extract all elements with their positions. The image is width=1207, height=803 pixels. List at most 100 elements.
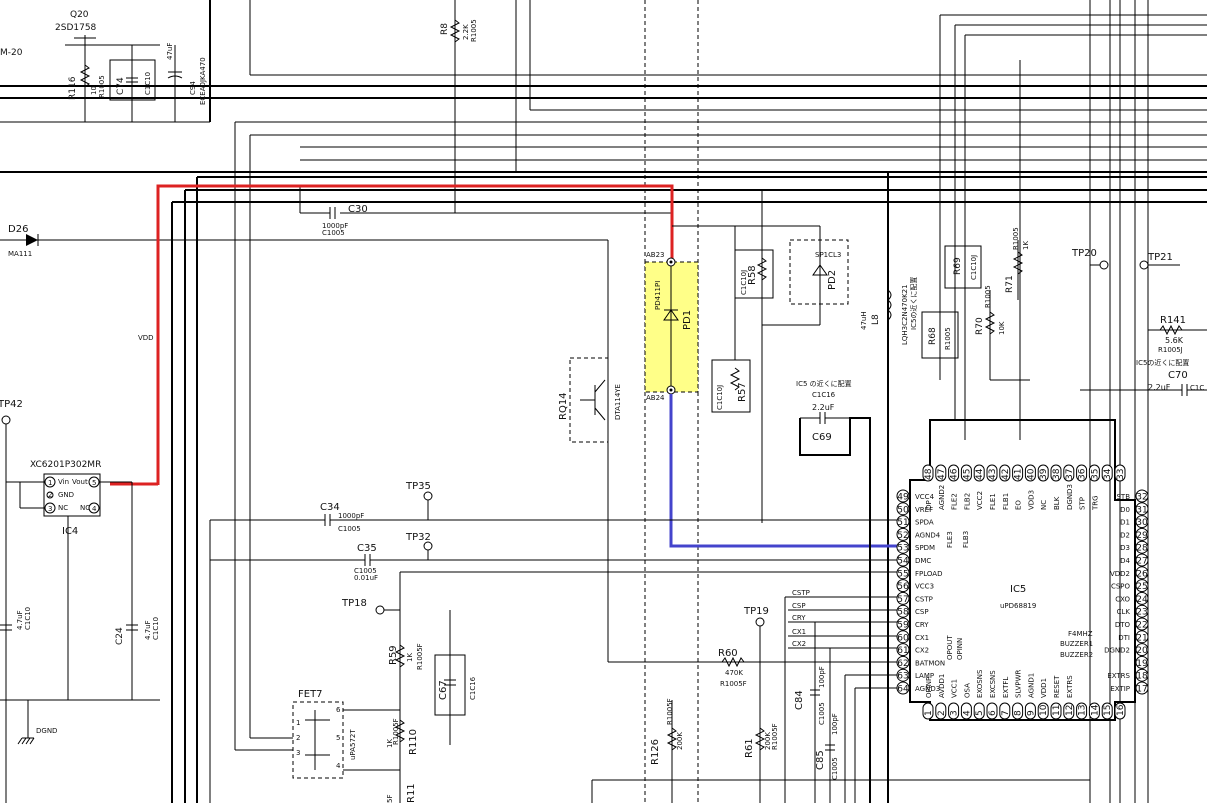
ic5-pin-30: 30 (1135, 515, 1149, 529)
ic5-pin-number: 21 (1136, 633, 1147, 643)
ic5-pin-name: EXTIP (1110, 685, 1130, 693)
testpoint-tp20: TP20 (1071, 248, 1109, 270)
svg-text:5: 5 (92, 479, 96, 487)
capacitor-c85: C85 C1005 100pF (815, 713, 839, 780)
ic5-pin-27: 27 (1135, 553, 1149, 567)
ab24-label: AB24 (646, 394, 665, 402)
ic5-pin-name: EO (1015, 500, 1023, 510)
ic5-pin-name: AGND1 (1027, 673, 1035, 698)
tp35-label: TP35 (405, 481, 431, 492)
ic5-pin-4: 4 (960, 702, 972, 720)
r110-val: 1K (386, 739, 394, 748)
capacitor-c30: C30 1000pF C1005 (322, 204, 368, 237)
ic5-pin-23: 23 (1135, 604, 1149, 618)
r68-ref: R68 (928, 327, 938, 345)
testpoint-tp18: TP18 (341, 598, 400, 615)
ic5-pin-number: 36 (1078, 468, 1088, 480)
ic5-pin-21: 21 (1135, 630, 1149, 644)
ic5-pin-name: BLK (1053, 496, 1061, 510)
c67-pkg: C1C16 (469, 676, 477, 700)
ic5-pin-name: CSPO (1111, 583, 1131, 591)
ic5-top-pins: 48OP47AGND246FLE245FLB244VCC243FLE142FLB… (922, 464, 1126, 511)
c94-part: ECEA0JKA470 (199, 57, 207, 105)
svg-text:4: 4 (336, 762, 341, 770)
ic5-pin-name: DMC (915, 557, 931, 565)
pd2-part: SP1CL3 (815, 251, 841, 259)
ic5-pin-35: 35 (1088, 464, 1100, 482)
resistor-r126: R126 200K R1005F (650, 698, 684, 803)
resistor-r57: C1C10J R57 (711, 226, 751, 413)
tp20-label: TP20 (1071, 248, 1097, 259)
ic5-pin-number: 18 (1136, 672, 1148, 682)
ic4-pin1-name: Vin (58, 478, 69, 486)
c85-pkg: C1005 (831, 757, 839, 780)
vdd-label: VDD (138, 334, 154, 342)
ic5-pin-name: AVDD1 (938, 674, 946, 698)
ic5-pin-number: 26 (1136, 569, 1148, 579)
r8-ref: R8 (440, 23, 450, 35)
ic5-pin-number: 62 (897, 659, 908, 669)
r61-pkg: R1005F (771, 723, 779, 750)
ic5-pin-41: 41 (1012, 464, 1024, 482)
fet7: FET7 1 2 3 6 5 4 uPA572T (235, 689, 400, 779)
d26-ref: D26 (8, 224, 28, 235)
ic5-pin-name: RESET (1053, 675, 1061, 698)
ic5-pin-name: D0 (1120, 506, 1130, 514)
ic5-pin-name: VCC1 (951, 679, 959, 698)
ic5-pin-name: CRY (915, 621, 929, 629)
ic5-pin-number: 27 (1136, 557, 1147, 567)
fle3-label: FLE3 (946, 531, 954, 548)
ic5-pin-28: 28 (1135, 540, 1149, 554)
ic5-pin-number: 37 (1065, 469, 1075, 480)
ic5-pin-name: DGND2 (1104, 647, 1130, 655)
testpoint-tp32: TP32 (405, 532, 433, 560)
svg-text:1: 1 (296, 719, 300, 727)
r141-note: IC5の近くに配置 (1136, 358, 1189, 367)
ic5-bottom-pins: 1OPINP2AVDD13VCC14OSA5EXOSNS6EXCSNS7EXTF… (922, 669, 1126, 720)
ic5-pin-48: 48 (922, 464, 934, 482)
c24-val: 4.7uF (144, 620, 152, 640)
ic5-pin-63: 63 (896, 668, 910, 682)
pd2-ref: PD2 (827, 270, 838, 290)
ic5-pin-number: 28 (1136, 544, 1148, 554)
ic5-pin-61: 61 (896, 643, 910, 657)
transistor-rq14: RQ14 DTA114YE (558, 357, 622, 443)
ic5-pin-number: 57 (897, 595, 908, 605)
ic5-pin-number: 38 (1052, 468, 1062, 480)
ic5-pin-number: 19 (1136, 659, 1148, 669)
ic5-pin-11: 11 (1050, 702, 1062, 720)
ic5-pin-name: VCC3 (915, 583, 934, 591)
c30-pkg: C1005 (322, 229, 345, 237)
ic5-right-pins: 32STB31D030D129D228D327D426VDD225CSPO24C… (1104, 489, 1149, 695)
ic5-ref: IC5 (1010, 584, 1026, 595)
rq14-part: DTA114YE (614, 384, 622, 420)
c30-val: 1000pF (322, 222, 348, 230)
transistor-q20: Q20 2SD1758 M-20 (0, 10, 160, 122)
r70-ref: R70 (975, 317, 985, 335)
ic5-pin-34: 34 (1101, 464, 1113, 482)
ic5-pin-name: DTO (1115, 621, 1131, 629)
ic5-pin-name: CSTP (915, 595, 933, 603)
c84-pkg: C1005 (818, 702, 826, 725)
d26-part: MA111 (8, 250, 32, 258)
ic5-pin-number: 44 (975, 468, 985, 480)
r60-ref: R60 (718, 648, 738, 659)
ic5-pin-6: 6 (986, 702, 998, 720)
ic5-pin-name: D1 (1120, 519, 1130, 527)
c85-ref: C85 (815, 750, 826, 770)
ic5-pin-name: VCC4 (915, 493, 935, 501)
ic5-pin-number: 11 (1052, 705, 1062, 716)
r141-ref: R141 (1160, 315, 1186, 326)
inductor-l8: L8 47uH LQH3C2N470K21 IC5の近くに配置 (860, 190, 918, 345)
ic5-pin-name: SPDA (915, 519, 934, 527)
ic5-pin-number: 33 (1116, 469, 1126, 480)
svg-text:1: 1 (48, 479, 52, 487)
ic5-pin-name: SLVPWR (1015, 669, 1023, 698)
l8-ref: L8 (871, 314, 881, 325)
ic5-pin-24: 24 (1135, 591, 1149, 605)
r110-pkg: R1005F (392, 718, 400, 745)
r116-ref: R116 (68, 76, 78, 100)
c69-val: 2.2uF (812, 403, 835, 412)
photodiode-pd1: AB23 AB24 PD411PI PD1 (644, 251, 699, 402)
capacitor-c94: 47uF C94 ECEA0JKA470 (166, 43, 207, 122)
